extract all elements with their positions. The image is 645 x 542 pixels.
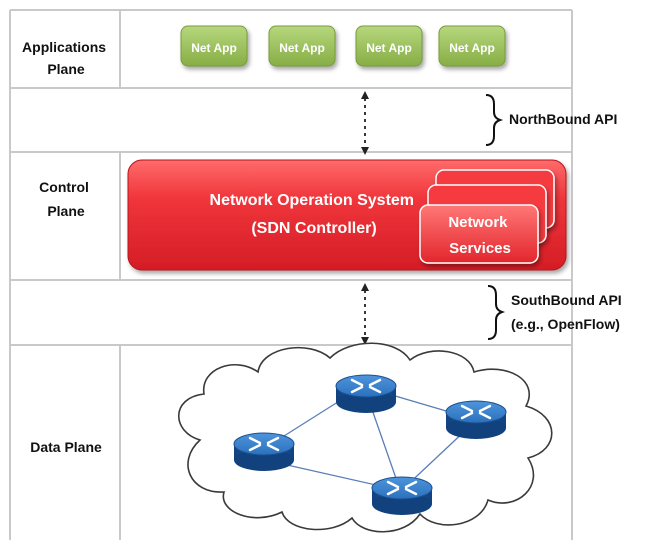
southbound-brace [487, 285, 506, 340]
net-app-label: Net App [279, 41, 325, 55]
control-plane-line2: Plane [47, 203, 85, 219]
northbound-api-label: NorthBound API [509, 111, 617, 127]
router-icon [371, 476, 433, 515]
net-app-box: Net App [355, 25, 423, 67]
net-app-label: Net App [191, 41, 237, 55]
control-plane-label: Control Plane [39, 179, 93, 219]
southbound-line1: SouthBound API [511, 292, 622, 308]
router-icon [233, 432, 295, 471]
router-icon [445, 400, 507, 439]
southbound-arrow [361, 283, 369, 345]
net-app-box: Net App [268, 25, 336, 67]
network-cloud [177, 342, 553, 533]
applications-plane-line2: Plane [47, 61, 85, 77]
services-line2: Services [449, 240, 511, 257]
control-plane-line1: Control [39, 179, 89, 195]
net-app-box: Net App [438, 25, 506, 67]
network-services-label: Network Services [448, 214, 511, 257]
northbound-arrow [361, 91, 369, 155]
southbound-line2: (e.g., OpenFlow) [511, 316, 620, 332]
controller-line1: Network Operation System [210, 192, 415, 209]
router-icon [335, 374, 397, 413]
services-line1: Network [448, 214, 508, 231]
network-services-stack: Network Services [419, 169, 555, 264]
net-app-box: Net App [180, 25, 248, 67]
applications-plane-label: Applications Plane [22, 39, 110, 77]
southbound-api-label: SouthBound API (e.g., OpenFlow) [511, 292, 626, 332]
controller-line2: (SDN Controller) [251, 220, 376, 237]
plane-grid [9, 9, 573, 540]
net-app-label: Net App [449, 41, 495, 55]
controller-title: Network Operation System (SDN Controller… [210, 192, 419, 237]
data-plane-label: Data Plane [30, 439, 102, 455]
net-app-label: Net App [366, 41, 412, 55]
applications-plane-line1: Applications [22, 39, 106, 55]
northbound-brace [485, 94, 504, 146]
